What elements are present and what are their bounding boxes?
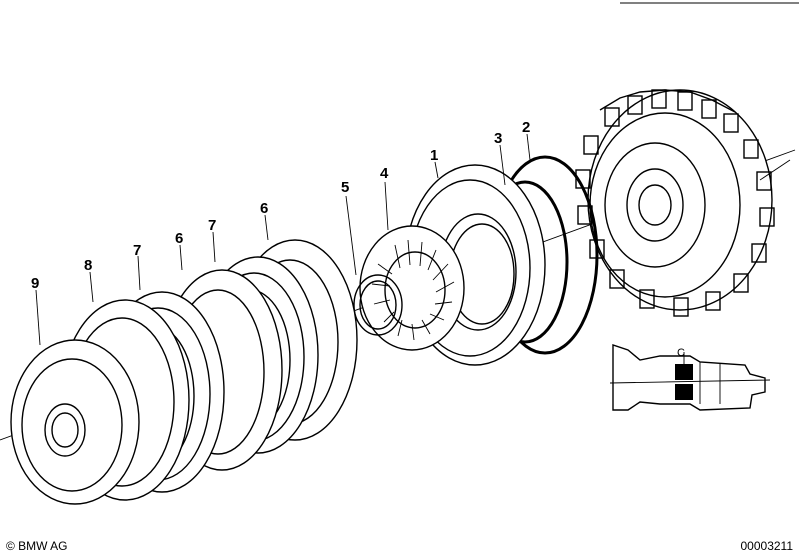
callout-6-left: 6 [175, 230, 183, 247]
transmission-inset: C [609, 344, 771, 411]
clutch-drum [575, 89, 791, 317]
copyright-text: © BMW AG [6, 539, 68, 553]
callout-7-right: 7 [208, 217, 216, 234]
document-number: 00003211 [740, 539, 794, 553]
callout-7-left: 7 [133, 242, 141, 259]
callout-3: 3 [494, 130, 502, 147]
clutch-hub [10, 339, 140, 505]
callout-9: 9 [31, 275, 39, 292]
callout-5: 5 [341, 179, 349, 196]
callout-4: 4 [380, 165, 389, 182]
callout-8: 8 [84, 257, 92, 274]
inset-label-c: C [677, 347, 685, 359]
callout-1: 1 [430, 147, 438, 164]
leader-lines [35, 133, 531, 346]
spring-plate [359, 225, 465, 351]
callout-6-right: 6 [260, 200, 268, 217]
callout-2: 2 [522, 119, 530, 136]
